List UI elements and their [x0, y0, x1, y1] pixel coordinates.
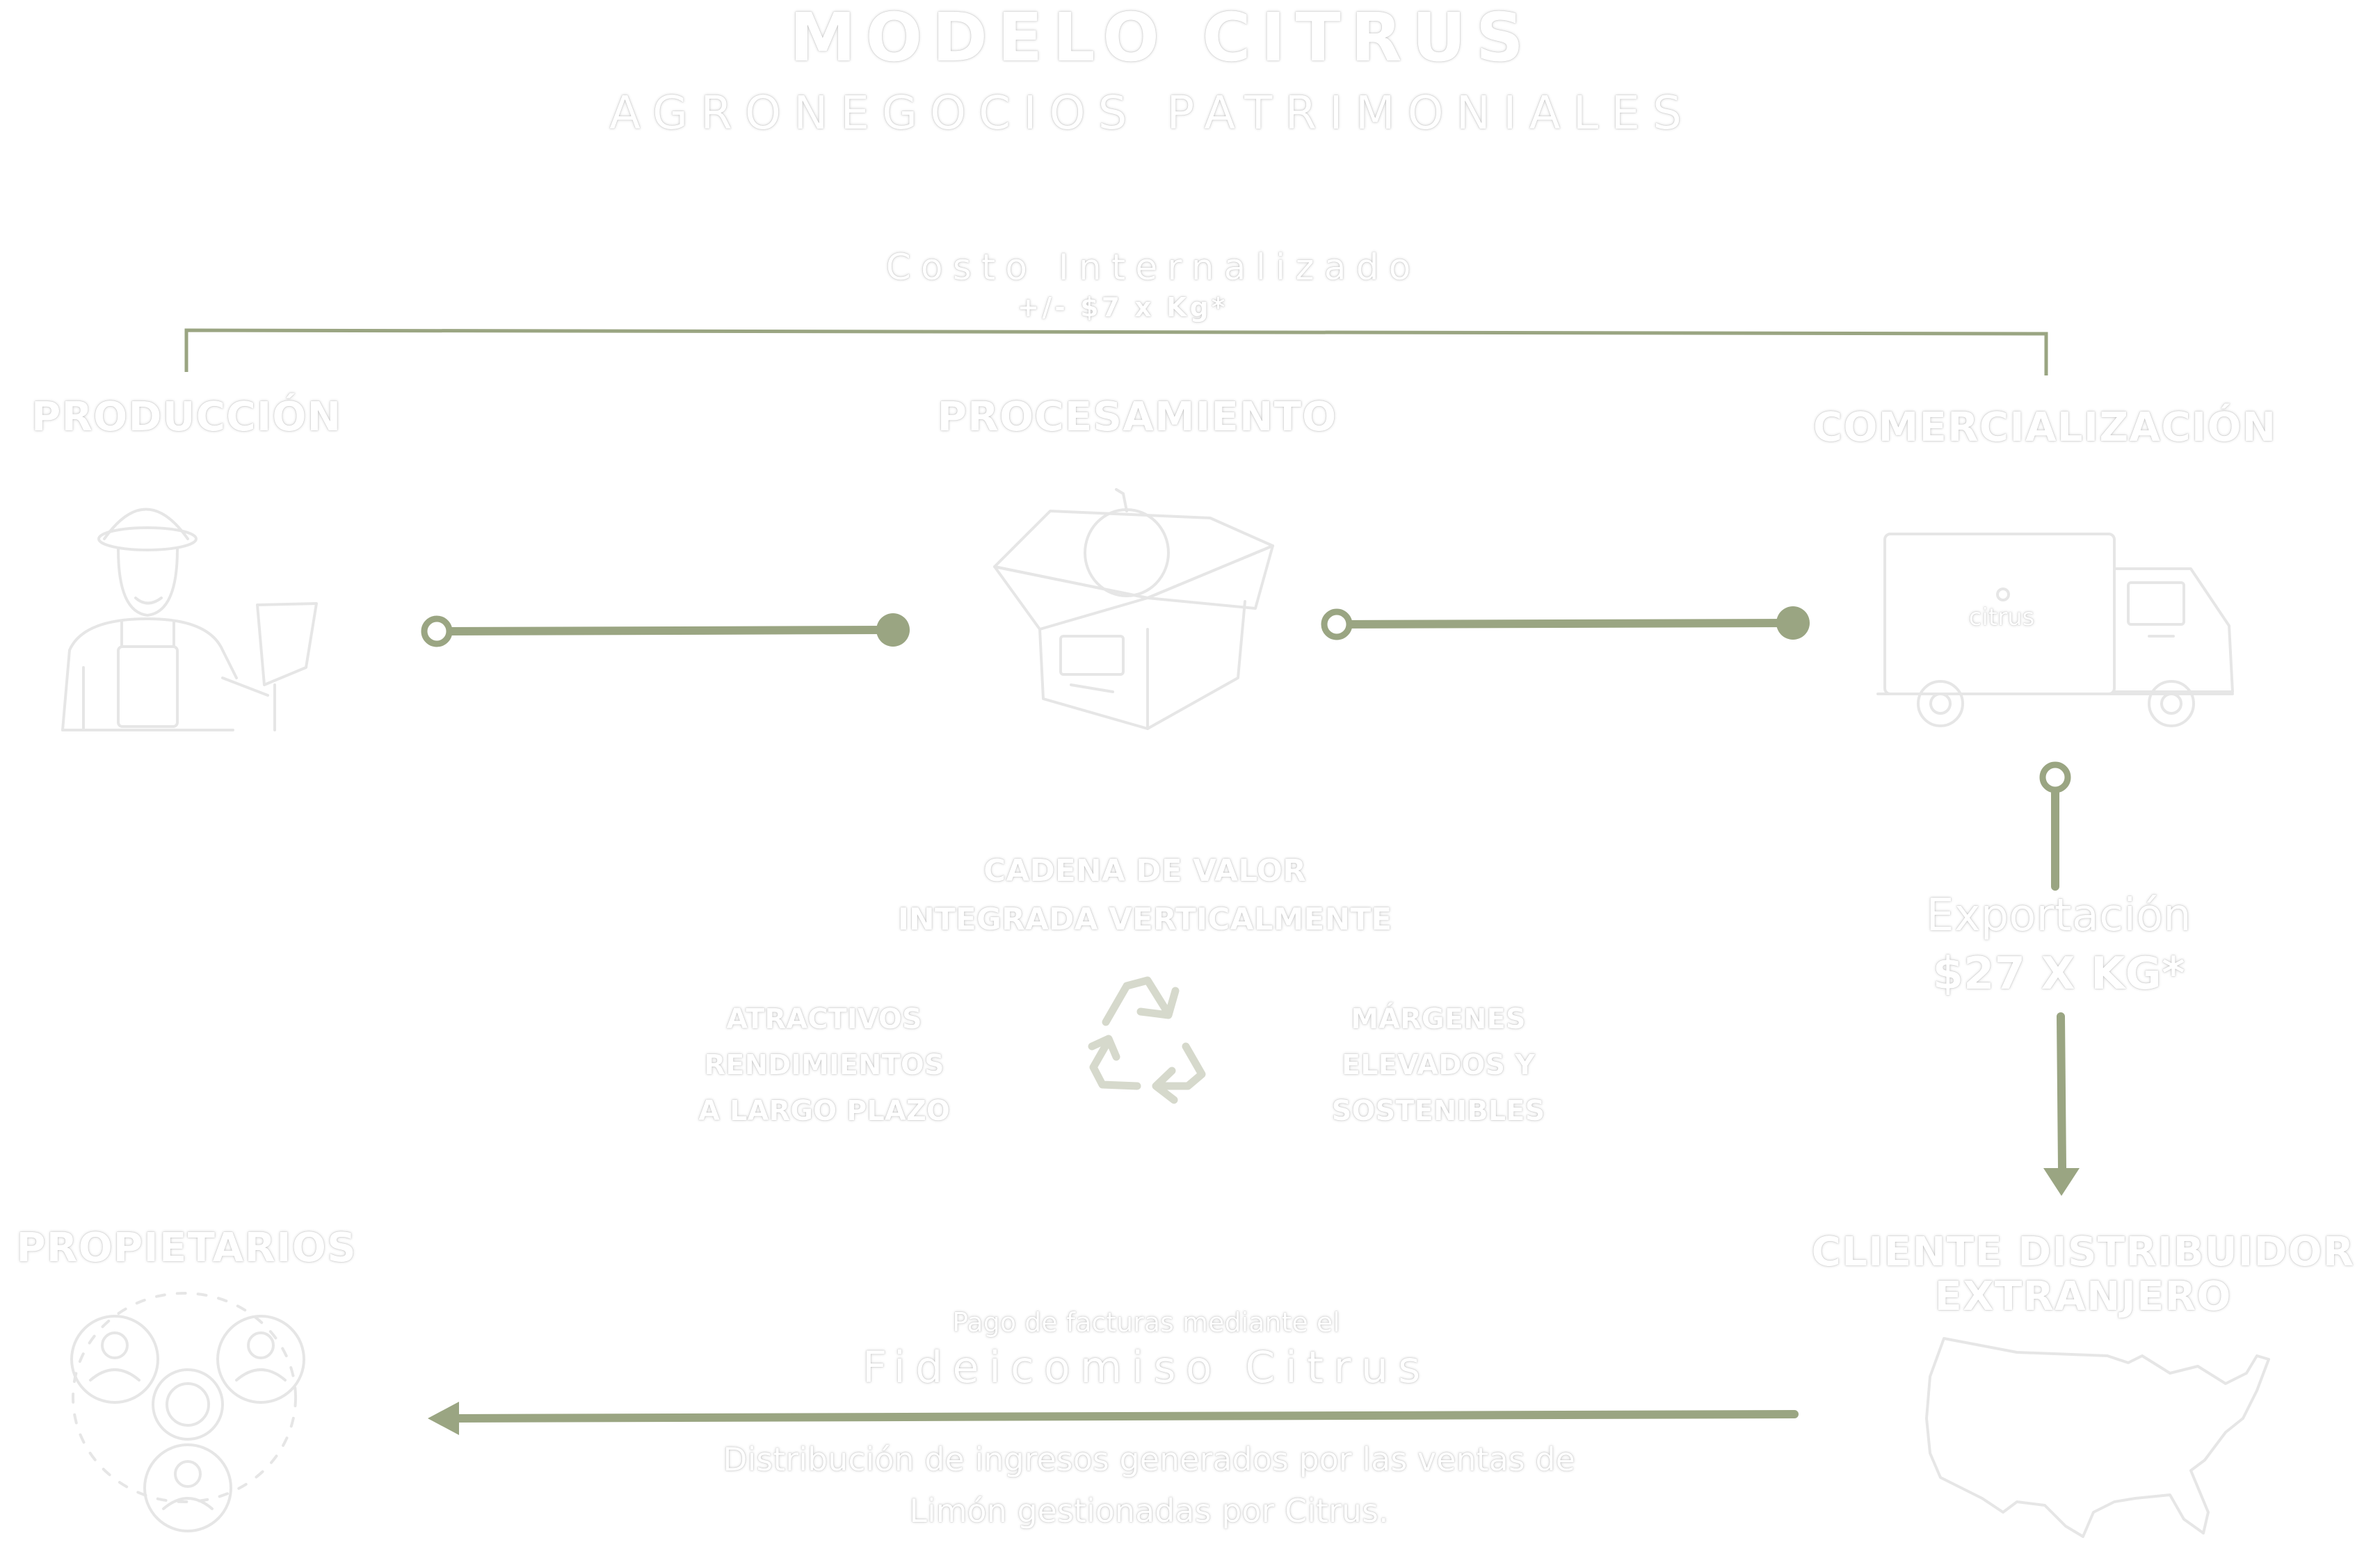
truck-brand-text: citrus: [1968, 604, 2035, 631]
stage-label-client: CLIENTE DISTRIBUIDOR EXTRANJERO: [1812, 1229, 2355, 1318]
arrow-payment-left: [428, 1402, 1799, 1435]
note-left-line-1: ATRACTIVOS: [726, 1003, 922, 1035]
note-long-term-returns: ATRACTIVOS RENDIMIENTOS A LARGO PLAZO: [698, 996, 950, 1134]
trust-name: Fideicomiso Citrus: [862, 1342, 1431, 1393]
note-right-line-3: SOSTENIBLES: [1331, 1095, 1545, 1127]
arrow-export-down: [2043, 1012, 2080, 1196]
note-right-line-1: MÁRGENES: [1351, 1003, 1526, 1035]
delivery-truck-icon: [1876, 533, 2234, 727]
connector-processing-commercialization: [1321, 606, 1810, 640]
note-right-line-2: ELEVADOS Y: [1341, 1049, 1536, 1081]
stage-label-production: PRODUCCIÓN: [31, 393, 342, 440]
cost-label: Costo Internalizado: [885, 247, 1421, 289]
value-chain-heading: CADENA DE VALOR INTEGRADA VERTICALMENTE: [898, 847, 1392, 944]
usa-map-icon: [1925, 1337, 2270, 1538]
distribution-line-1: Distribución de ingresos generados por l…: [723, 1441, 1575, 1478]
value-chain-line-2: INTEGRADA VERTICALMENTE: [897, 902, 1392, 937]
export-label: Exportación: [1926, 890, 2192, 941]
stage-label-owners: PROPIETARIOS: [16, 1224, 357, 1271]
note-left-line-2: RENDIMIENTOS: [704, 1049, 944, 1081]
stage-label-commercialization: COMERCIALIZACIÓN: [1812, 403, 2277, 451]
payment-label: Pago de facturas mediante el: [952, 1307, 1340, 1338]
value-chain-line-1: CADENA DE VALOR: [983, 853, 1306, 889]
cost-value: +/- $7 x Kg*: [1017, 292, 1228, 323]
cost-bracket: [184, 328, 2048, 375]
page-title: MODELO CITRUS: [789, 0, 1534, 76]
stage-label-processing: PROCESAMIENTO: [937, 393, 1337, 440]
connector-production-processing: [421, 613, 910, 647]
farmer-icon: [61, 508, 318, 731]
note-high-margins: MÁRGENES ELEVADOS Y SOSTENIBLES: [1332, 996, 1545, 1134]
distribution-line-2: Limón gestionadas por Citrus.: [909, 1492, 1389, 1530]
note-left-line-3: A LARGO PLAZO: [698, 1095, 950, 1127]
export-price: $27 X KG*: [1932, 948, 2185, 1000]
lemon-box-icon: [993, 488, 1274, 730]
connector-export-top: [2039, 761, 2071, 891]
recycle-icon: [1088, 976, 1206, 1104]
income-distribution-text: Distribución de ingresos generados por l…: [723, 1434, 1575, 1537]
owners-network-icon: [70, 1292, 305, 1532]
page-subtitle: AGRONEGOCIOS PATRIMONIALES: [609, 86, 1694, 140]
export-block: Exportación $27 X KG*: [1926, 886, 2191, 1003]
client-line-1: CLIENTE DISTRIBUIDOR: [1811, 1228, 2355, 1275]
client-line-2: EXTRANJERO: [1934, 1272, 2232, 1320]
